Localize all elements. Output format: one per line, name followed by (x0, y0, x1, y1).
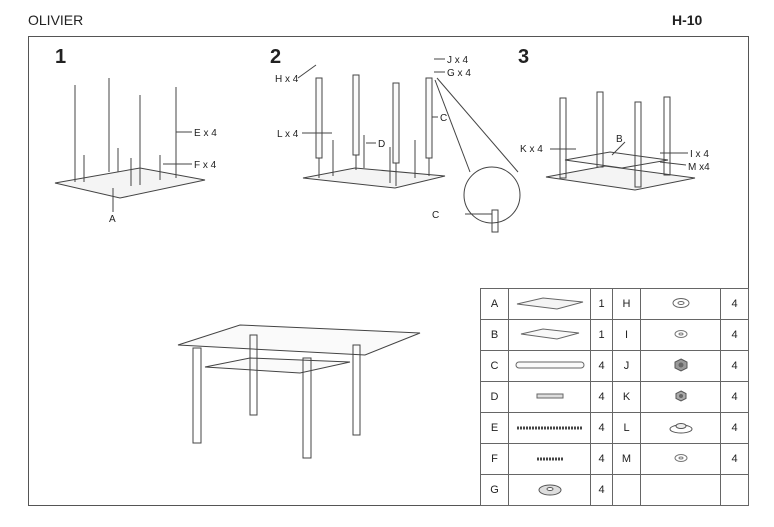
assembled-table-illustration (177, 324, 421, 459)
small-washer-icon (674, 329, 687, 338)
part-image (508, 381, 591, 413)
part-letter: H (612, 288, 641, 320)
part-letter: L (612, 412, 641, 444)
small-nut-icon (675, 389, 686, 402)
part-letter: G (480, 474, 509, 506)
label-e: E x 4 (194, 128, 217, 139)
label-c-detail: C (432, 210, 439, 221)
part-letter (612, 474, 641, 506)
part-image (508, 443, 591, 475)
cap-washer-icon (669, 422, 692, 433)
part-quantity: 4 (720, 412, 749, 444)
part-image (640, 412, 721, 444)
part-quantity: 4 (720, 381, 749, 413)
part-image (640, 350, 721, 382)
part-quantity: 4 (720, 288, 749, 320)
part-letter: D (480, 381, 509, 413)
part-quantity: 4 (720, 319, 749, 351)
step-2-diagram: 2 H x 4 J x 4 G x 4 L x 4 D C C (270, 46, 521, 233)
label-g: G x 4 (447, 68, 471, 79)
part-letter: C (480, 350, 509, 382)
part-image (508, 412, 591, 444)
part-quantity: 4 (590, 443, 613, 475)
long-threaded-rod-icon (516, 426, 583, 430)
step-2-number: 2 (270, 46, 281, 68)
part-image (640, 443, 721, 475)
part-quantity: 4 (590, 474, 613, 506)
part-letter: F (480, 443, 509, 475)
part-quantity: 1 (590, 319, 613, 351)
nut-icon (674, 357, 687, 372)
rubber-pad-icon (538, 484, 561, 495)
step-1-diagram: 1 E x 4 F x 4 A (54, 46, 217, 225)
label-k: K x 4 (520, 144, 543, 155)
part-letter: K (612, 381, 641, 413)
label-i: I x 4 (690, 149, 709, 160)
label-f: F x 4 (194, 160, 217, 171)
label-h: H x 4 (275, 74, 299, 85)
leg-tube-icon (515, 361, 584, 368)
product-name: OLIVIER (28, 12, 84, 28)
step-3-diagram: 3 K x 4 B I x 4 M x4 (518, 46, 710, 191)
glass-top-icon (516, 296, 583, 310)
instructions-frame (28, 36, 749, 506)
part-letter: A (480, 288, 509, 320)
washer-icon (672, 297, 689, 308)
part-image (508, 288, 591, 320)
label-j: J x 4 (447, 55, 469, 66)
label-d: D (378, 139, 385, 150)
part-letter: J (612, 350, 641, 382)
label-a: A (109, 214, 116, 225)
part-image (640, 381, 721, 413)
glass-shelf-icon (520, 327, 579, 340)
connector-icon (536, 393, 563, 399)
step-3-number: 3 (518, 46, 529, 68)
part-quantity: 4 (590, 412, 613, 444)
part-quantity: 4 (720, 350, 749, 382)
part-letter: M (612, 443, 641, 475)
part-image (640, 288, 721, 320)
part-quantity: 4 (720, 443, 749, 475)
product-code: H-10 (672, 12, 703, 28)
part-image (640, 474, 721, 506)
label-c: C (440, 113, 447, 124)
part-letter: E (480, 412, 509, 444)
part-image (508, 474, 591, 506)
label-m: M x4 (688, 162, 710, 173)
label-b: B (616, 134, 623, 145)
part-quantity (720, 474, 749, 506)
part-letter: I (612, 319, 641, 351)
part-quantity: 1 (590, 288, 613, 320)
part-image (640, 319, 721, 351)
part-letter: B (480, 319, 509, 351)
part-quantity: 4 (590, 381, 613, 413)
part-image (508, 319, 591, 351)
label-l: L x 4 (277, 129, 299, 140)
short-threaded-rod-icon (536, 457, 563, 461)
part-image (508, 350, 591, 382)
small-washer-icon (674, 453, 687, 462)
step-1-number: 1 (55, 46, 66, 68)
part-quantity: 4 (590, 350, 613, 382)
